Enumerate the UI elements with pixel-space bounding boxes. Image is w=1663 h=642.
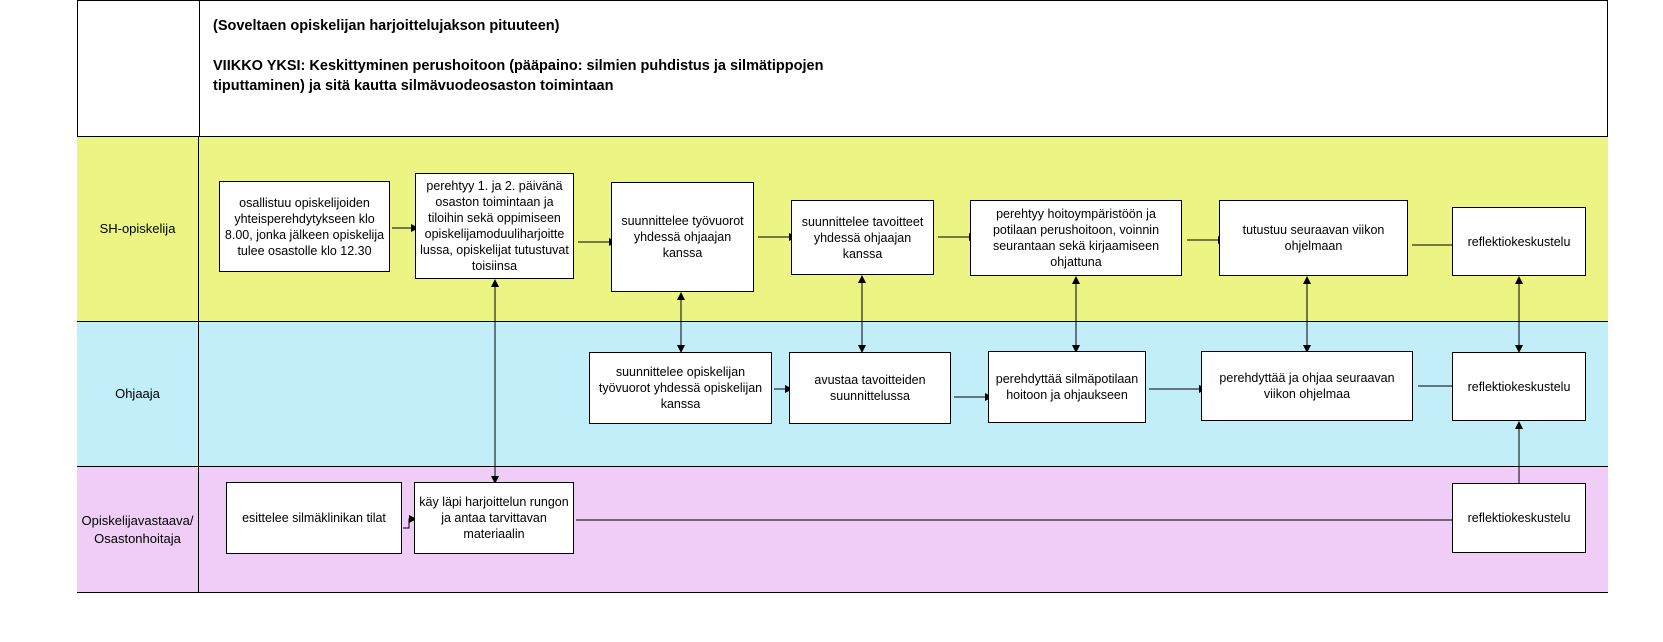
student-step-2: perehtyy 1. ja 2. päivänä osaston toimin…	[415, 173, 574, 279]
lane-label-student: SH-opiskelija	[77, 137, 199, 321]
supervisor-step-3: perehdyttää silmäpotilaan hoitoon ja ohj…	[988, 351, 1146, 423]
nurse-step-3: reflektiokeskustelu	[1452, 483, 1586, 553]
nurse-step-1: esittelee silmäklinikan tilat	[226, 482, 402, 554]
header-subtitle: (Soveltaen opiskelijan harjoittelujakson…	[213, 18, 560, 34]
lane-label-nurse: Opiskelijavastaava/ Osastonhoitaja	[77, 467, 199, 592]
supervisor-step-1: suunnittelee opiskelijan työvuorot yhdes…	[589, 352, 772, 424]
header-week-line2: tiputtaminen) ja sitä kautta silmävuodeo…	[213, 78, 614, 94]
header-left-cell	[77, 0, 200, 136]
student-step-6: tutustuu seuraavan viikon ohjelmaan	[1219, 200, 1408, 276]
nurse-step-2: käy läpi harjoittelun rungon ja antaa ta…	[414, 482, 574, 554]
student-step-3: suunnittelee työvuorot yhdessä ohjaajan …	[611, 182, 754, 292]
supervisor-step-2: avustaa tavoitteiden suunnittelussa	[789, 352, 951, 424]
student-step-7: reflektiokeskustelu	[1452, 207, 1586, 276]
student-step-1: osallistuu opiskelijoiden yhteisperehdyt…	[219, 181, 390, 272]
arrow-n1-n2	[403, 515, 417, 529]
supervisor-step-5: reflektiokeskustelu	[1452, 352, 1586, 421]
supervisor-step-4: perehdyttää ja ohjaa seuraavan viikon oh…	[1201, 351, 1413, 421]
header-week-line1: VIIKKO YKSI: Keskittyminen perushoitoon …	[213, 58, 824, 74]
student-step-4: suunnittelee tavoitteet yhdessä ohjaajan…	[791, 200, 934, 275]
student-step-5: perehtyy hoitoympäristöön ja potilaan pe…	[970, 200, 1182, 276]
lane-label-supervisor: Ohjaaja	[77, 322, 199, 466]
